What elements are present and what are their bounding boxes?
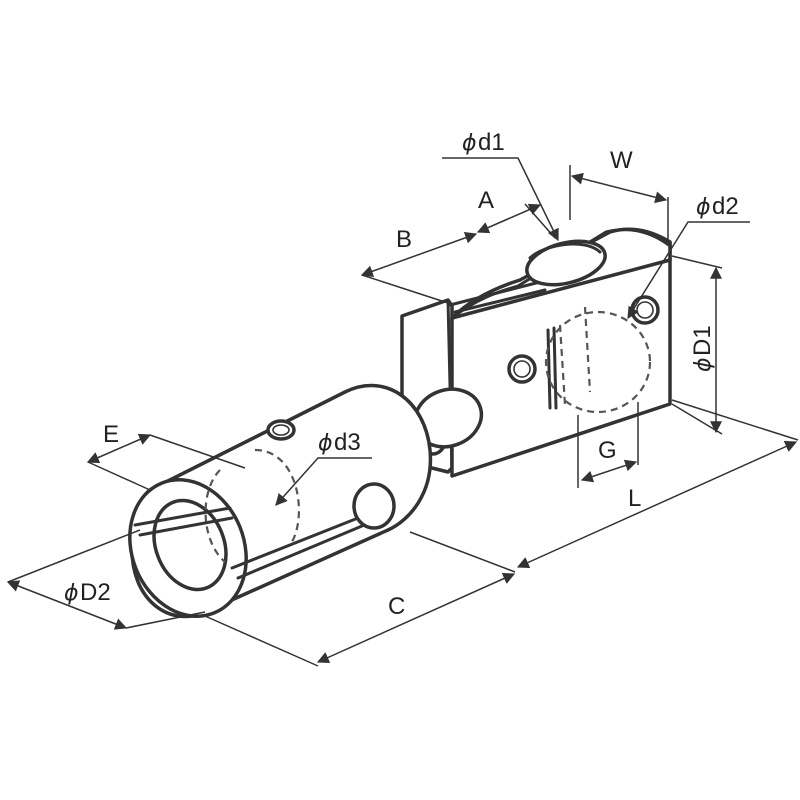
phi-symbol: ϕ (462, 131, 477, 156)
label-d2: d2 (712, 193, 739, 220)
label-G: G (598, 437, 617, 464)
label-D2: D2 (80, 579, 111, 606)
phi-symbol: ϕ (696, 195, 711, 220)
phi-symbol: ϕ (64, 581, 79, 606)
label-D1-group: ϕ D1 (689, 325, 716, 372)
label-E: E (103, 421, 119, 448)
clamp-cylinder (128, 383, 433, 619)
dimension-lines (6, 157, 799, 667)
phi-symbol: ϕ (691, 357, 716, 372)
label-B: B (396, 226, 412, 253)
label-D1: D1 (689, 325, 716, 356)
label-C: C (388, 593, 405, 620)
dimension-labels: ϕ d1 W ϕ d2 A B ϕ D1 G L C E ϕ d3 ϕ D2 (64, 129, 739, 620)
label-A: A (478, 187, 494, 214)
label-d3: d3 (334, 429, 361, 456)
label-W: W (610, 147, 633, 174)
phi-symbol: ϕ (318, 431, 333, 456)
label-d1: d1 (478, 129, 505, 156)
label-L: L (628, 485, 641, 512)
